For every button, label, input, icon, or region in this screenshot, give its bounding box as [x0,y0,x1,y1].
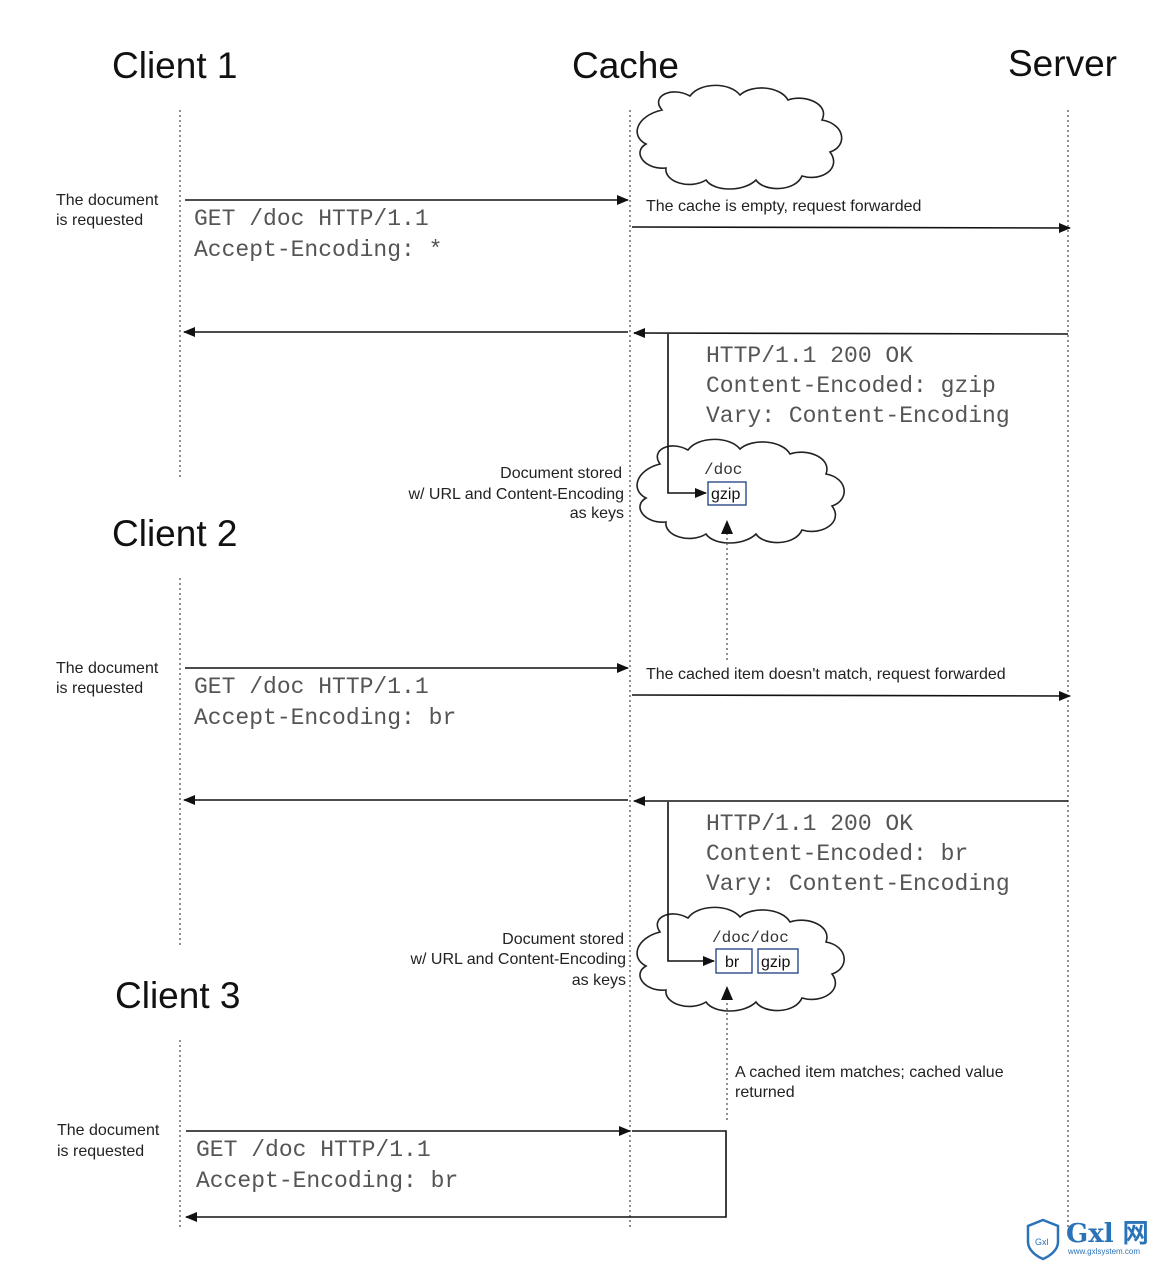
server-header: Server [1008,43,1117,84]
empty-cache-cloud [636,84,843,190]
cached-response-arrow [185,1130,727,1222]
client3-request-line1: GET /doc HTTP/1.1 [196,1137,431,1163]
response2-line2: Content-Encoded: br [706,841,968,867]
watermark-logo: Gxl Gxl 网 www.gxlsystem.com [1026,1218,1149,1261]
stored1-line2: w/ URL and Content-Encoding [407,486,624,503]
response2-line1: HTTP/1.1 200 OK [706,811,913,837]
response1-line3: Vary: Content-Encoding [706,403,1010,429]
client2-header: Client 2 [112,513,237,554]
match-note-line2: returned [735,1084,795,1101]
stored2-line1: Document stored [502,931,624,948]
forward-note-2: The cached item doesn't match, request f… [646,666,1006,683]
cloud1-path: /doc [704,461,742,479]
forward-note-1: The cache is empty, request forwarded [646,198,921,215]
stored1-line3: as keys [570,505,624,522]
store-arrow-1 [667,334,707,498]
cloud1-gzip-box [707,481,747,506]
cloud2-gzip-key: gzip [761,954,790,971]
client1-requested-line2: is requested [56,212,143,229]
client1-header: Client 1 [112,45,237,86]
cloud2-path: /doc/doc [712,929,789,947]
cloud2-gzip-box [757,948,799,974]
client1-requested-line1: The document [56,192,159,209]
client2-request-line2: Accept-Encoding: br [194,705,456,731]
watermark-brand: Gxl 网 [1066,1219,1149,1249]
client2-request-line1: GET /doc HTTP/1.1 [194,674,429,700]
stored2-line2: w/ URL and Content-Encoding [409,951,626,968]
lookup-arrowhead-2 [721,986,733,1000]
watermark-url: www.gxlsystem.com [1067,1247,1140,1256]
client2-requested-line2: is requested [56,680,143,697]
server-response-arrow-1 [633,328,1069,339]
cache-header: Cache [572,45,679,86]
cache-forward-arrow-2 [631,690,1071,701]
lookup-arrowhead-1 [721,520,733,534]
client1-request-line1: GET /doc HTTP/1.1 [194,206,429,232]
stored2-line3: as keys [572,972,626,989]
client3-requested-line1: The document [57,1122,160,1139]
client3-header: Client 3 [115,975,240,1016]
client1-request-line2: Accept-Encoding: * [194,237,442,263]
client2-requested-line1: The document [56,660,159,677]
match-note-line1: A cached item matches; cached value [735,1064,1004,1081]
watermark-badge: Gxl [1035,1237,1049,1247]
client3-request-line2: Accept-Encoding: br [196,1168,458,1194]
response1-line2: Content-Encoded: gzip [706,373,996,399]
store-arrow-2 [667,802,715,966]
response1-line1: HTTP/1.1 200 OK [706,343,913,369]
cloud2-br-box [715,948,753,974]
shield-icon [1026,1218,1060,1261]
cloud1-gzip-key: gzip [711,486,740,503]
stored1-line1: Document stored [500,465,622,482]
client3-requested-line2: is requested [57,1143,144,1160]
cloud2-br-key: br [725,954,740,971]
cache-forward-arrow-1 [631,222,1071,233]
response2-line3: Vary: Content-Encoding [706,871,1010,897]
